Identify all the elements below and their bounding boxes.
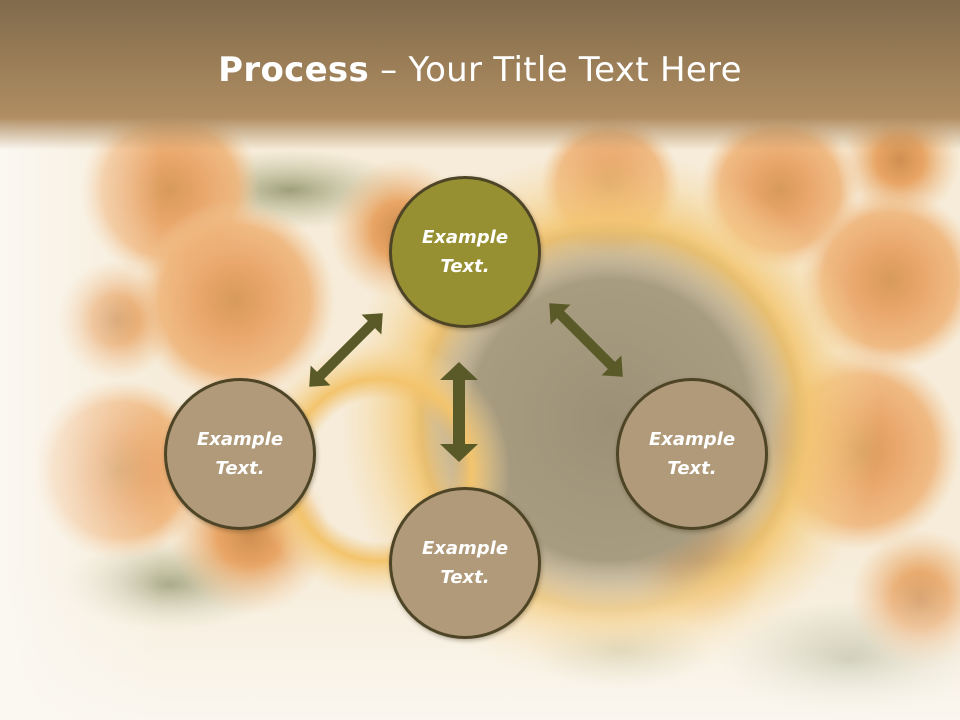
title-bar [0, 0, 960, 150]
node-label: Example Text. [421, 227, 509, 277]
process-node-left: Example Text. [164, 378, 316, 530]
double-arrow-right [549, 303, 623, 377]
title-rest: – Your Title Text Here [369, 50, 742, 90]
node-label: Example Text. [421, 538, 509, 588]
node-label: Example Text. [196, 429, 284, 479]
process-node-top: Example Text. [389, 176, 541, 328]
process-node-right: Example Text. [616, 378, 768, 530]
title-bold: Process [218, 50, 370, 90]
double-arrow-left [309, 313, 383, 387]
process-node-bottom: Example Text. [389, 487, 541, 639]
double-arrow-vertical [440, 362, 478, 462]
slide-title: Process – Your Title Text Here [0, 50, 960, 90]
node-label: Example Text. [648, 429, 736, 479]
